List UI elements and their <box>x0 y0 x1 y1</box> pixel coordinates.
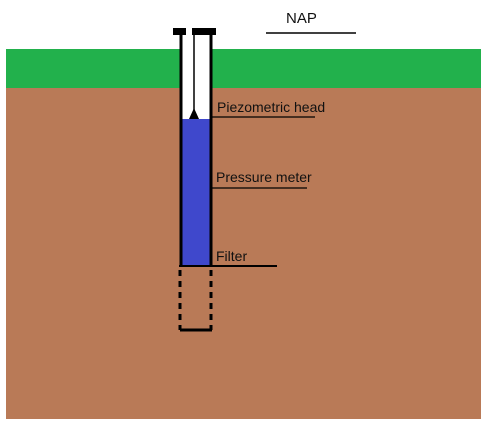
grass-layer <box>6 49 481 88</box>
soil-layer <box>6 88 481 419</box>
nap-label: NAP <box>286 10 317 27</box>
tube-cap-right <box>192 28 216 35</box>
filter-label: Filter <box>216 248 248 264</box>
pressure-meter-label: Pressure meter <box>216 169 312 185</box>
tube-cap-left <box>173 28 186 35</box>
water-column <box>182 119 210 266</box>
pressure-meter-marker <box>189 108 199 119</box>
tube-air <box>182 33 210 119</box>
piezometric-head-label: Piezometric head <box>217 99 326 115</box>
